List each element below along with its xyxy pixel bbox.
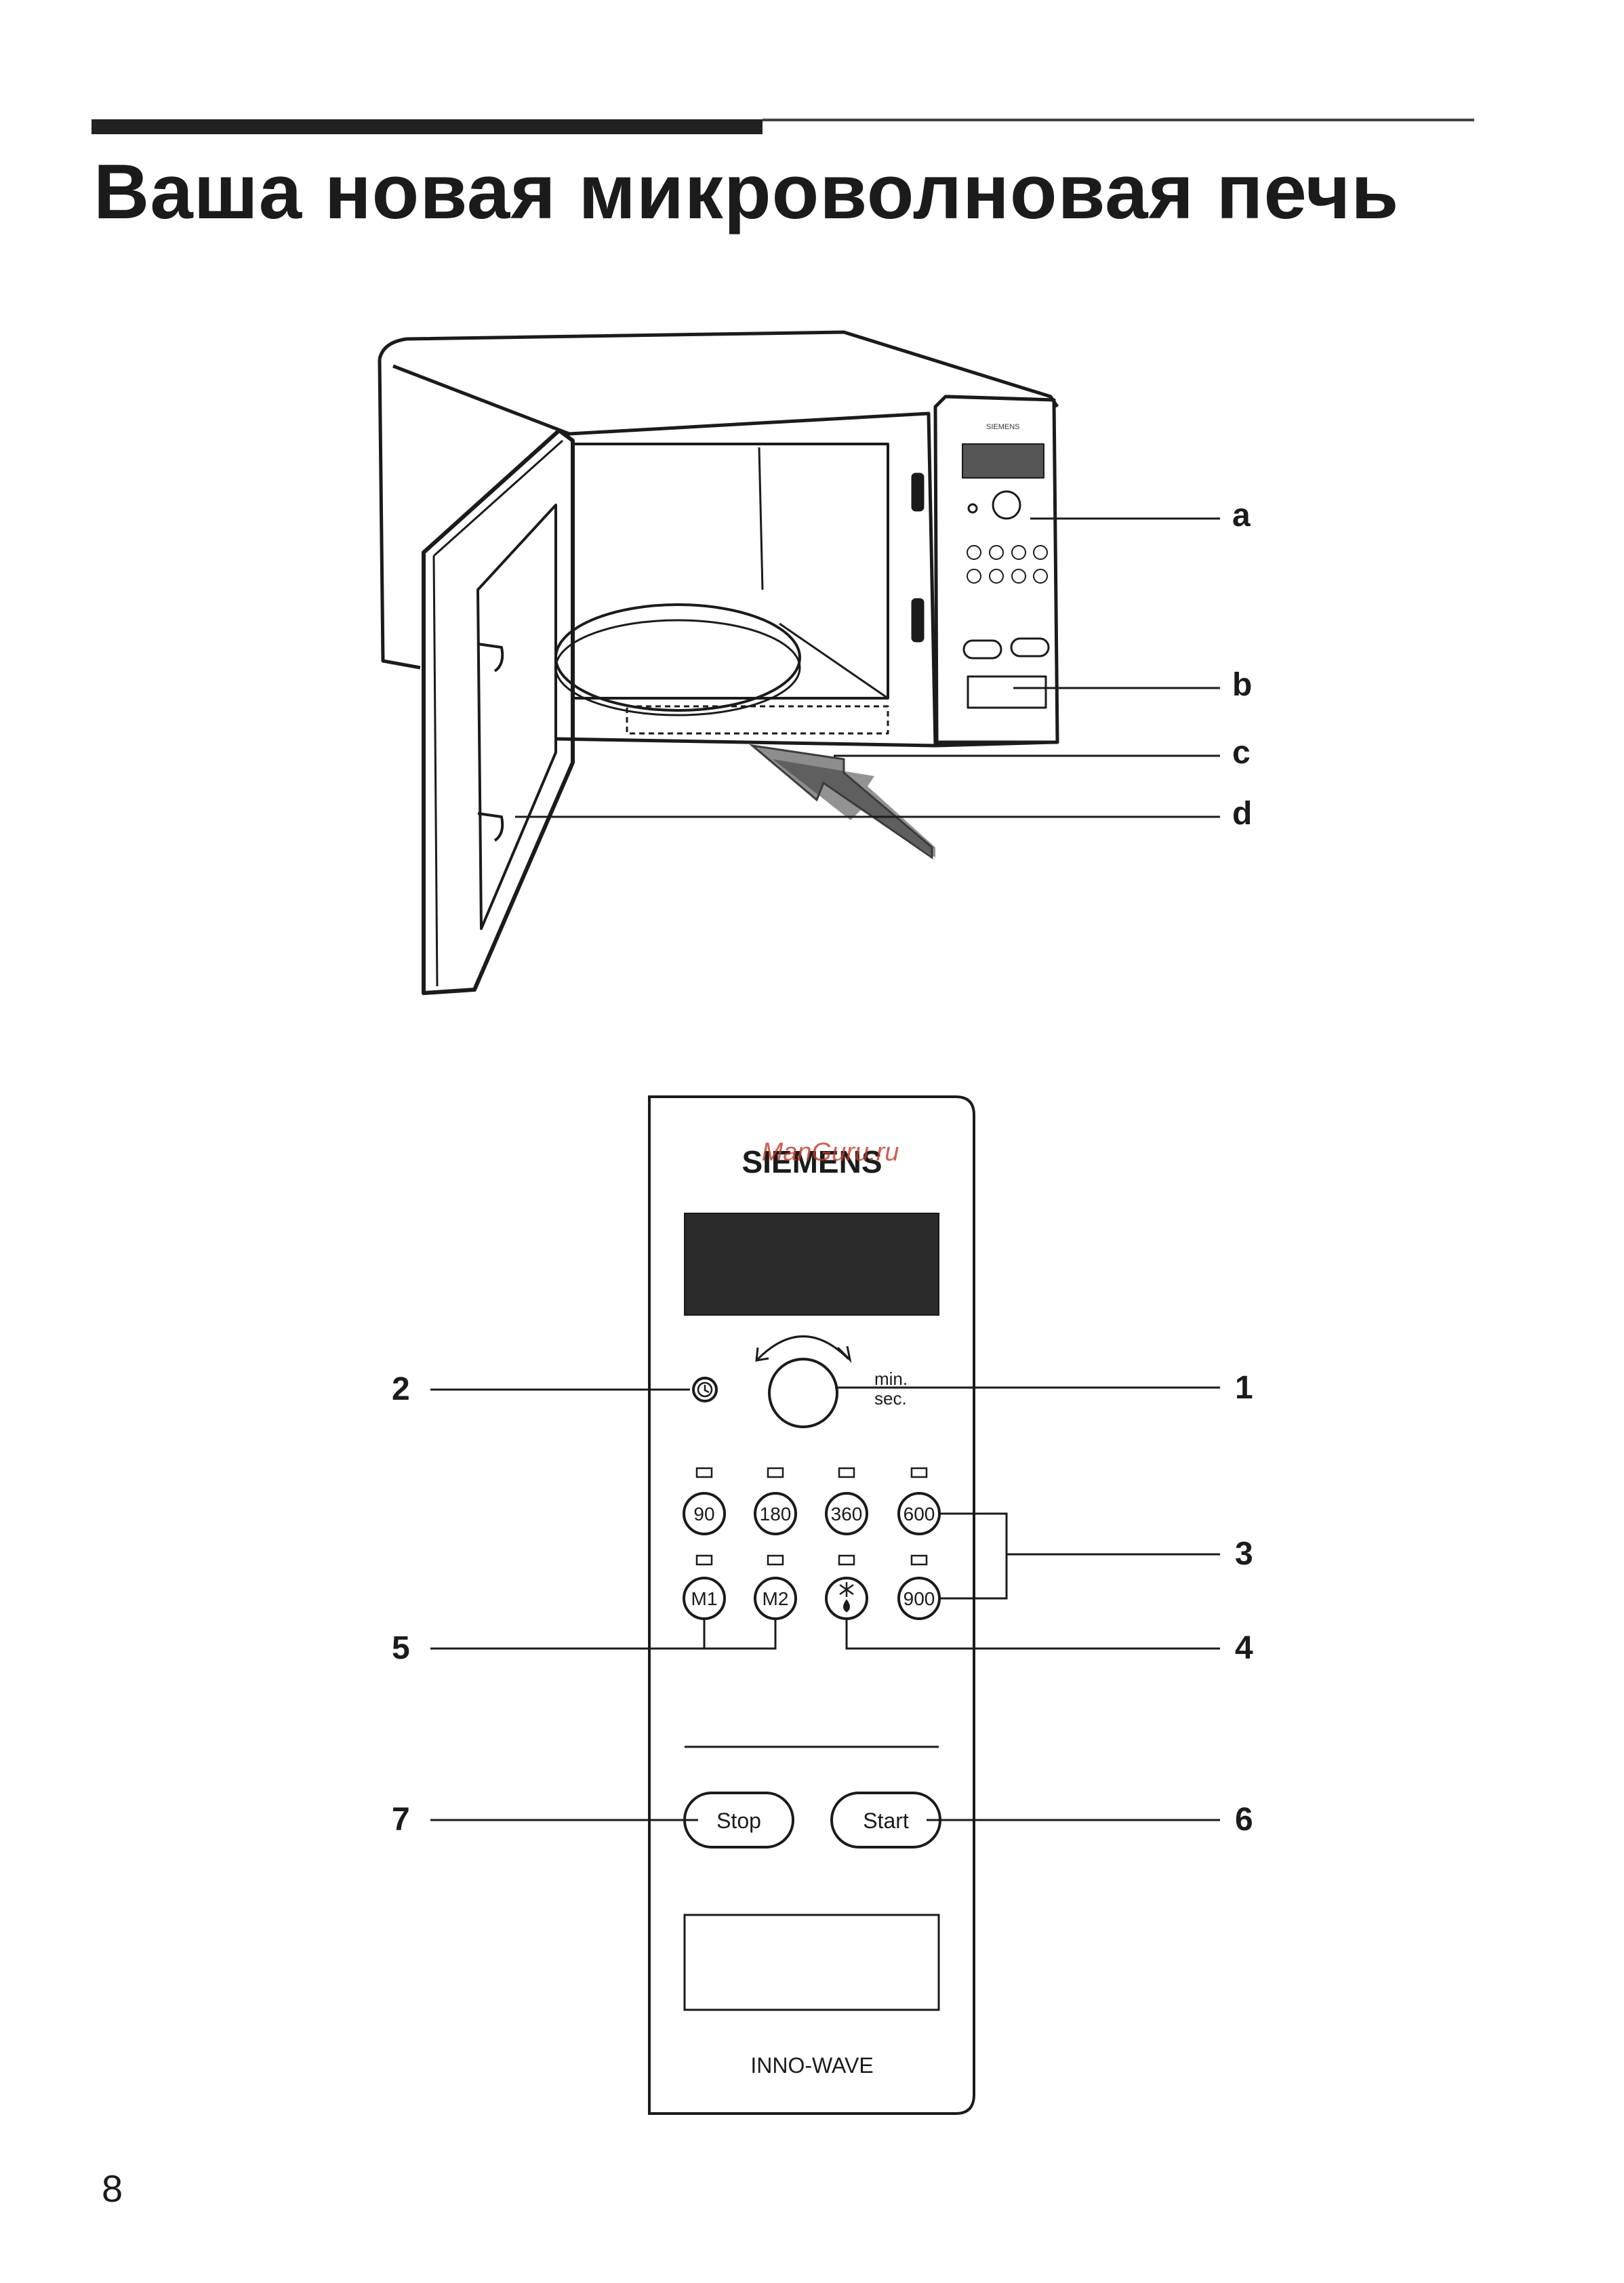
stop-button-label: Stop [716,1809,761,1833]
button-label-m1: M1 [691,1588,718,1609]
watermark: ManGuru.ru [762,1138,899,1167]
button-label-180: 180 [760,1503,792,1524]
callout-label-3: 3 [1235,1535,1253,1573]
button-label-90: 90 [693,1503,714,1524]
dial-label-min: min. [874,1369,908,1389]
dial-arc [758,1337,849,1360]
model-label: INNO-WAVE [750,2053,873,2078]
callout-line-4 [847,1619,1220,1649]
button-label-900: 900 [904,1588,935,1609]
callout-label-6: 6 [1235,1801,1253,1838]
callout-label-5: 5 [392,1630,410,1667]
panel-display [685,1213,939,1315]
button-label-360: 360 [831,1503,863,1524]
start-button-label: Start [863,1809,909,1833]
time-dial [769,1359,837,1427]
callout-label-2: 2 [392,1371,410,1408]
callout-label-4: 4 [1235,1630,1253,1667]
callout-label-1: 1 [1235,1369,1253,1407]
page-number: 8 [102,2166,123,2210]
button-label-m2: M2 [763,1588,789,1609]
defrost-icon [840,1582,853,1597]
button-label-600: 600 [904,1503,935,1524]
callout-bracket-5 [704,1619,775,1649]
dial-label-sec: sec. [874,1388,907,1409]
callout-label-7: 7 [392,1801,410,1838]
panel-label-window [685,1915,939,2010]
